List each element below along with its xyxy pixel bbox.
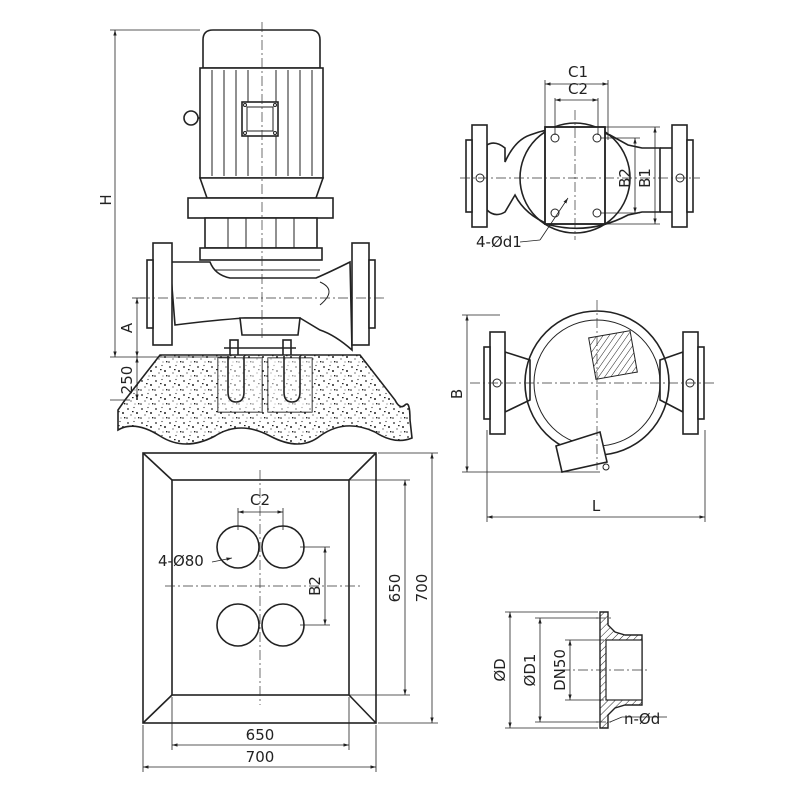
base-outer-w-label: 700 [246, 748, 275, 766]
base-inner [171, 479, 350, 696]
base-hole [261, 603, 305, 647]
base-hole [261, 525, 305, 569]
top-bolts-label: 4-Ød1 [476, 233, 522, 251]
plan-l-label: L [592, 497, 601, 515]
top-c2-label: C2 [568, 80, 588, 98]
base-hole [216, 603, 260, 647]
pump-bracket [204, 217, 318, 249]
suction-flange [152, 242, 173, 346]
dim-250-label: 250 [118, 366, 136, 395]
pump-foot [239, 317, 301, 336]
base-hole [216, 525, 260, 569]
base-c2-label: C2 [250, 491, 270, 509]
motor-fan-cover [202, 29, 321, 69]
motor-flange [198, 177, 325, 199]
top-b1-label: B1 [636, 168, 654, 188]
top-b2-label: B2 [616, 168, 634, 188]
concrete-foundation [117, 354, 413, 445]
base-holes-label: 4-Ø80 [158, 552, 204, 570]
base-outer-h-label: 700 [413, 574, 431, 603]
flange-d1-label: ØD1 [521, 654, 539, 687]
flange-detail: ØD ØD1 DN50 n-Ød [491, 611, 667, 729]
top-left-flange [471, 124, 488, 228]
top-view: C1 C2 B2 B1 4-Ød1 [460, 63, 700, 251]
anchor-bolts [224, 339, 296, 359]
dim-a-label: A [118, 322, 136, 333]
flange-bolts-label: n-Ød [624, 710, 660, 728]
discharge-flange [351, 242, 370, 346]
flange-dn-label: DN50 [551, 649, 569, 691]
base-plan: C2 4-Ø80 B2 650 700 650 700 [142, 452, 438, 772]
top-right-flange [671, 124, 688, 228]
pump-casing [169, 260, 353, 352]
side-view [140, 22, 385, 359]
terminal-box [241, 101, 279, 137]
plan-hatch-area [588, 330, 638, 380]
top-c1-label: C1 [568, 63, 588, 81]
base-inner-w-label: 650 [246, 726, 275, 744]
side-dimensions: H A 250 [97, 29, 230, 401]
base-inner-h-label: 650 [386, 574, 404, 603]
plan-discharge-nozzle [555, 430, 608, 473]
base-outer [142, 452, 377, 724]
flange-d-label: ØD [491, 658, 509, 681]
plan-view: B L [448, 300, 715, 522]
dim-h-label: H [97, 194, 115, 205]
lifting-eye [183, 110, 199, 126]
base-b2-label: B2 [306, 576, 324, 596]
plan-b-label: B [448, 389, 466, 399]
